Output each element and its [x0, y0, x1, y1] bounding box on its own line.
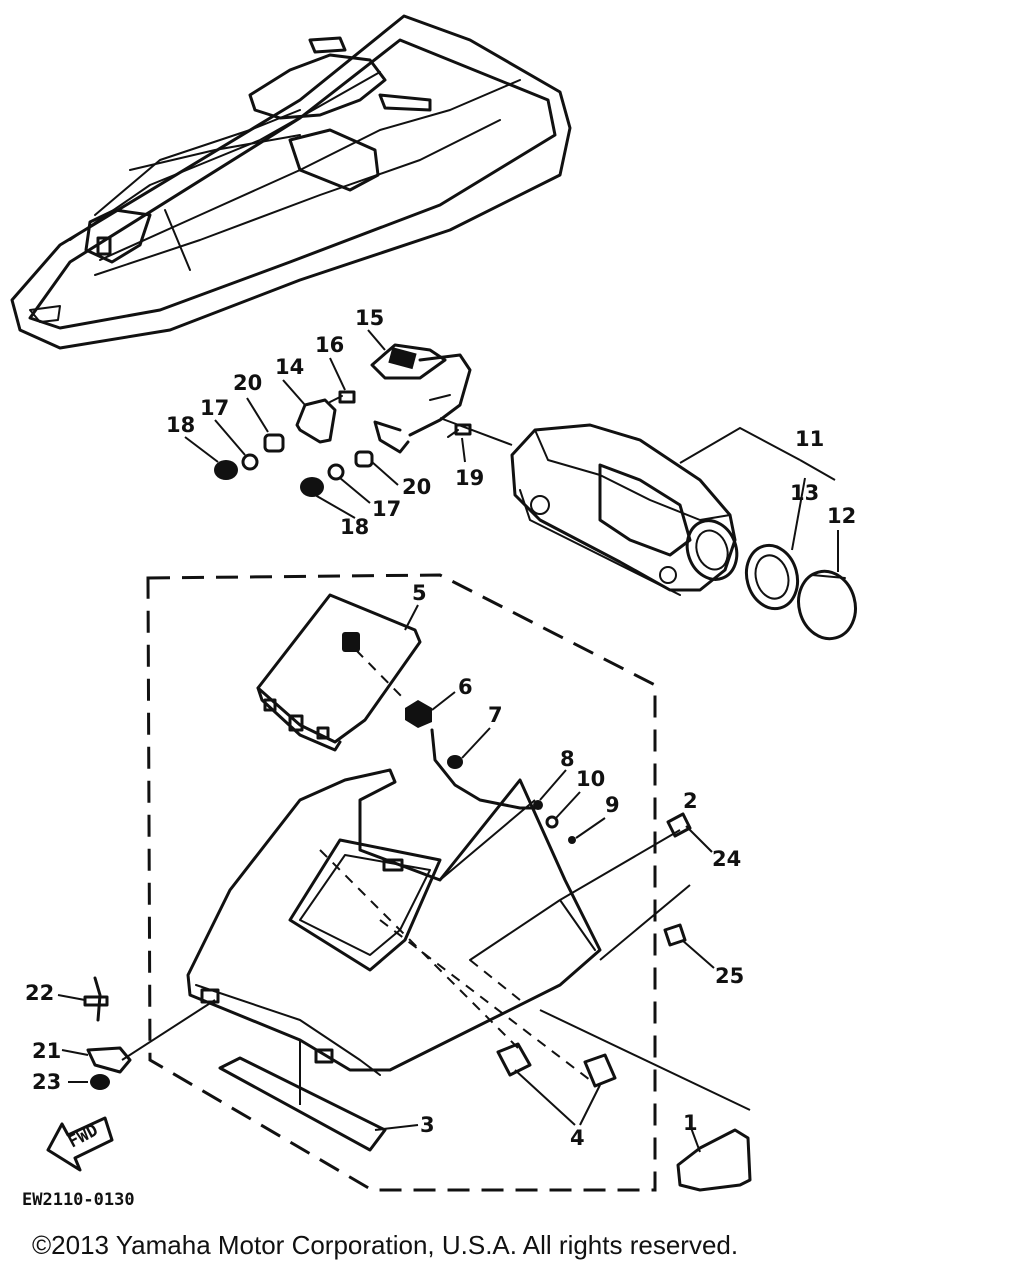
- copyright-notice: ©2013 Yamaha Motor Corporation, U.S.A. A…: [32, 1230, 739, 1260]
- part-label: 4: [570, 1126, 585, 1150]
- part-label: 15: [355, 306, 384, 330]
- part-label: 19: [455, 466, 484, 490]
- part-label: 20: [402, 475, 431, 499]
- part-label: 22: [25, 981, 54, 1005]
- bracket-leader-lines: [439, 417, 839, 572]
- drawing-code: EW2110-0130: [22, 1190, 135, 1210]
- part-label: 24: [712, 847, 741, 871]
- part-label: 17: [200, 396, 229, 420]
- part-label: 23: [32, 1070, 61, 1094]
- part-label: 17: [372, 497, 401, 521]
- watercraft-overview-drawing: [10, 14, 572, 350]
- part-label: 14: [275, 355, 304, 379]
- ring-seal-part: [744, 543, 800, 611]
- part-label: 8: [560, 747, 575, 771]
- bracket-14-drawing: [295, 398, 337, 444]
- switch-and-cable-drawing: [405, 700, 542, 810]
- cover-1-drawing: [676, 1124, 752, 1192]
- part-label: 2: [683, 789, 698, 813]
- storage-tank-drawing: [510, 423, 739, 596]
- cap-part: [797, 569, 857, 641]
- strip-3-drawing: [218, 1056, 419, 1152]
- clip-24-drawing: [666, 812, 692, 838]
- part-label: 25: [715, 964, 744, 988]
- hood-cover-drawing: [186, 768, 602, 1076]
- part-label: 6: [458, 675, 473, 699]
- part-label: 7: [488, 703, 503, 727]
- part-label: 13: [790, 481, 819, 505]
- part-label-leaders: [184, 329, 715, 969]
- hood-leader-lines: [121, 799, 751, 1111]
- part-label: 1: [683, 1111, 698, 1135]
- part-label: 18: [166, 413, 195, 437]
- fasteners-drawing: [214, 390, 472, 497]
- part-label: 21: [32, 1039, 61, 1063]
- part-label: 10: [576, 767, 605, 791]
- assembly-group-border: [146, 573, 657, 1192]
- fwd-direction-arrow: FWD: [46, 1116, 114, 1172]
- bracket-15-drawing: [370, 343, 472, 454]
- part-label: 12: [827, 504, 856, 528]
- part-label: 11: [795, 427, 824, 451]
- part-label: 20: [233, 371, 262, 395]
- pads-4-drawing: [496, 1042, 617, 1126]
- fastener-set-21-23-drawing: [57, 976, 132, 1090]
- part-labels: 1 2 3 4 5 6 7 8 9 10 11 12 13 14 15 16 1…: [25, 306, 856, 1150]
- small-screws-drawing: [533, 800, 576, 844]
- part-label: 9: [605, 793, 620, 817]
- part-label: 5: [412, 581, 427, 605]
- part-label: 18: [340, 515, 369, 539]
- clip-25-drawing: [663, 923, 687, 947]
- part-label: 16: [315, 333, 344, 357]
- part-label: 3: [420, 1113, 435, 1137]
- panel-5-drawing: [256, 593, 422, 752]
